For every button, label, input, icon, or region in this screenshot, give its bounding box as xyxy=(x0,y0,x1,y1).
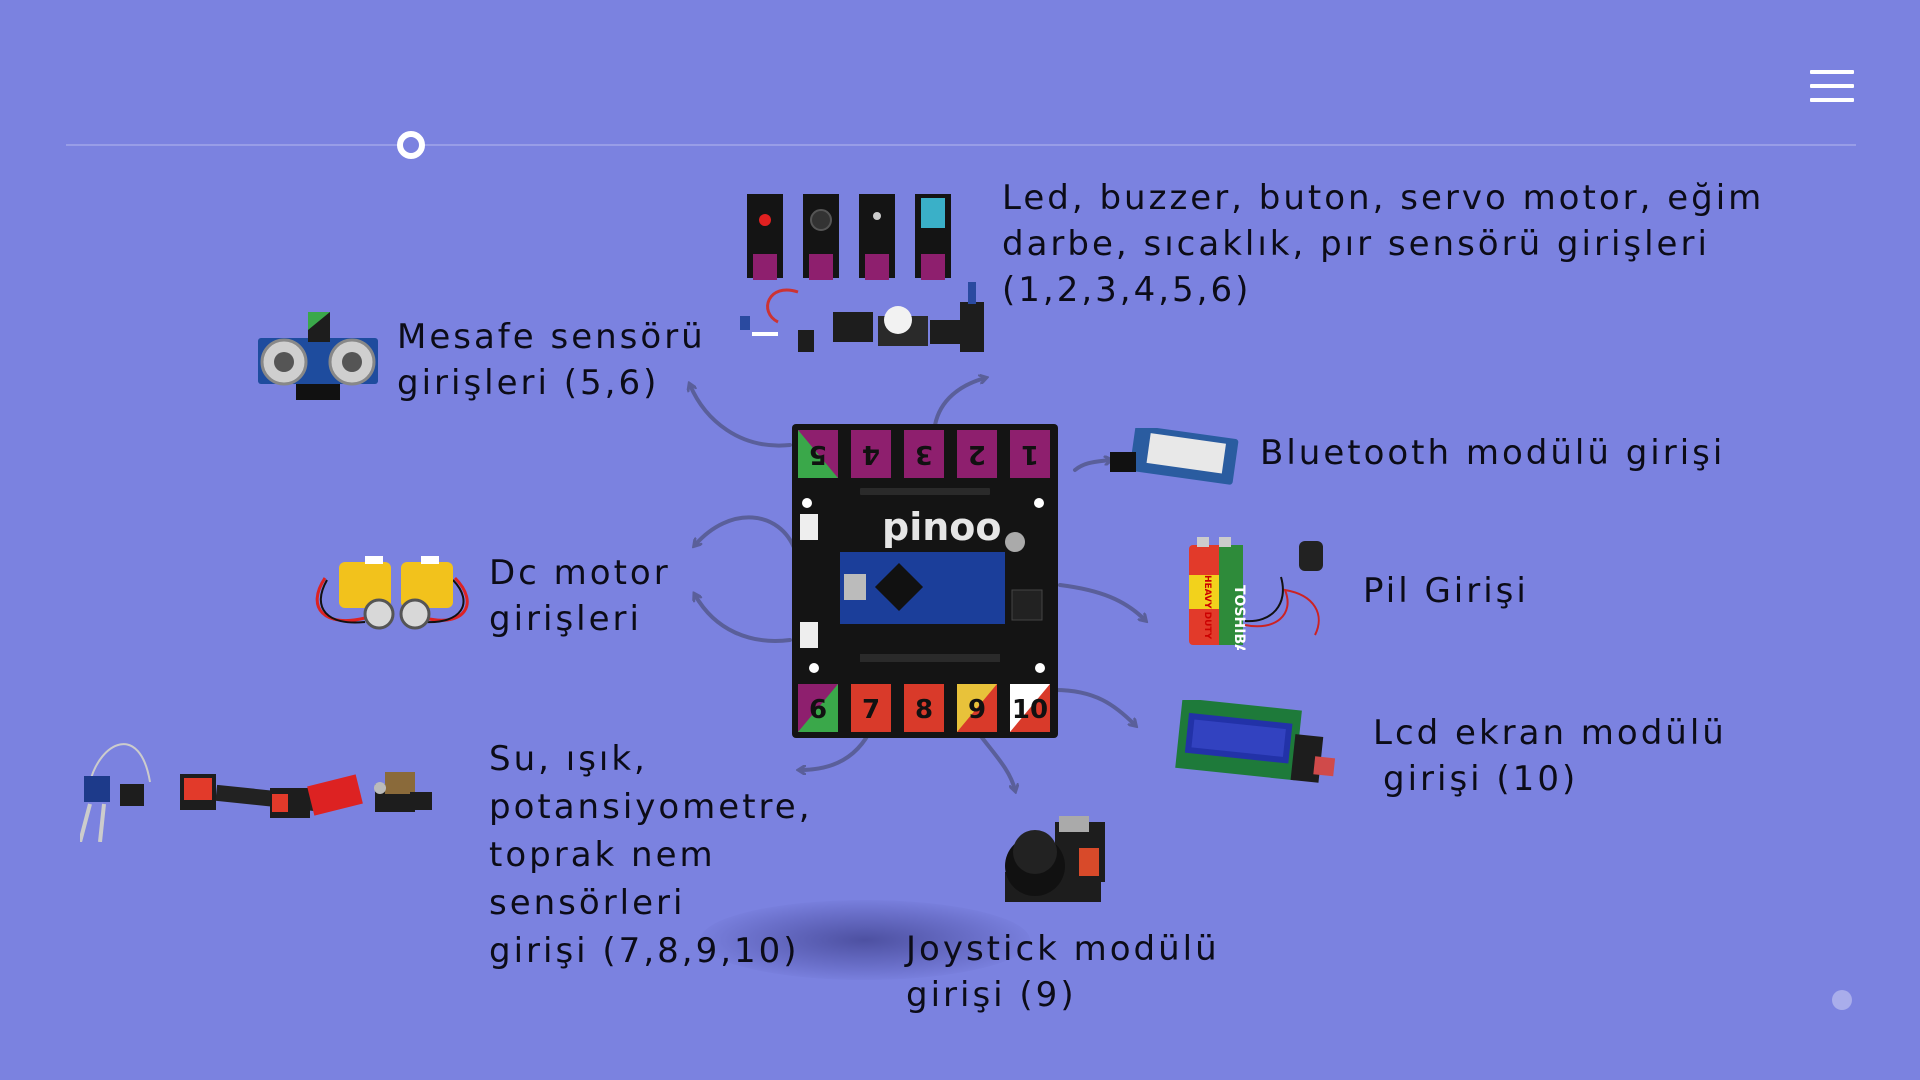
nano-module xyxy=(840,552,1005,624)
bottom-port-row xyxy=(798,684,1050,732)
arrow-to-battery xyxy=(1058,583,1145,620)
arrow-to-distance xyxy=(690,385,792,448)
port-label-1: 1 xyxy=(1021,439,1039,469)
arrow-to-bluetooth xyxy=(1073,460,1110,472)
battery-label: Pil Girişi xyxy=(1363,568,1529,614)
servo-pir-tilt-modules xyxy=(740,282,984,352)
dc-motors xyxy=(315,556,469,630)
water-light-line-5: girişi (7,8,9,10) xyxy=(489,931,800,971)
bluetooth-module xyxy=(1110,428,1239,485)
distance-sensor-label: Mesafe sensörü girişleri (5,6) xyxy=(397,314,706,406)
joystick-line-2: girişi (9) xyxy=(906,975,1077,1015)
progress-track xyxy=(66,144,1856,146)
port-label-10: 10 xyxy=(1012,695,1048,725)
led-group-label: Led, buzzer, buton, servo motor, eğim da… xyxy=(1002,175,1764,313)
bluetooth-label: Bluetooth modülü girişi xyxy=(1260,430,1725,476)
top-port-row xyxy=(798,430,1050,478)
progress-knob[interactable] xyxy=(397,131,425,159)
arrow-to-led xyxy=(933,378,985,427)
lcd-label: Lcd ekran modülü girişi (10) xyxy=(1373,710,1727,802)
board-brand: pinoo xyxy=(882,505,1002,549)
lcd-line-2: girişi (10) xyxy=(1383,759,1579,799)
dc-motor-line-2: girişleri xyxy=(489,599,642,639)
water-light-pot-soil-sensors xyxy=(80,743,432,842)
arrow-to-dc-2 xyxy=(695,595,792,643)
port-label-3: 3 xyxy=(915,439,933,469)
water-light-line-1: Su, ışık, xyxy=(489,739,648,779)
battery-brand: TOSHIBA xyxy=(1231,585,1247,650)
led-group-line-1: Led, buzzer, buton, servo motor, eğim xyxy=(1002,178,1765,218)
battery-9v: TOSHIBA HEAVY DUTY xyxy=(1189,537,1323,650)
distance-line-1: Mesafe sensörü xyxy=(397,317,706,357)
white-connector-top xyxy=(800,514,818,540)
port-label-4: 4 xyxy=(862,439,880,469)
led-group-line-2: darbe, sıcaklık, pır sensörü girişleri xyxy=(1002,224,1710,264)
battery-line-1: Pil Girişi xyxy=(1363,571,1529,611)
dc-motor-line-1: Dc motor xyxy=(489,553,671,593)
distance-line-2: girişleri (5,6) xyxy=(397,363,660,403)
port-label-8: 8 xyxy=(915,695,933,725)
pinoo-control-board: 5 4 3 2 1 pinoo 6 7 8 9 10 xyxy=(792,424,1058,738)
bluetooth-line-1: Bluetooth modülü girişi xyxy=(1260,433,1726,473)
arrow-to-dc-1 xyxy=(695,515,797,552)
led-group-line-3: (1,2,3,4,5,6) xyxy=(1002,270,1252,310)
white-connector-bottom xyxy=(800,622,818,648)
lcd-display-module xyxy=(1175,700,1336,783)
dc-motor-label: Dc motor girişleri xyxy=(489,550,671,642)
battery-type: HEAVY DUTY xyxy=(1202,575,1212,640)
water-light-line-2: potansiyometre, xyxy=(489,787,813,827)
port-label-7: 7 xyxy=(862,695,880,725)
water-light-line-4: sensörleri xyxy=(489,883,686,923)
joystick-module xyxy=(1005,816,1105,902)
arrow-to-lcd xyxy=(1053,688,1135,725)
joystick-label: Joystick modülü girişi (9) xyxy=(906,926,1220,1018)
sensor-module-cards xyxy=(747,194,951,280)
arrow-to-joystick xyxy=(978,733,1015,790)
port-label-9: 9 xyxy=(968,695,986,725)
page-indicator-dot[interactable] xyxy=(1832,990,1852,1010)
ultrasonic-sensor xyxy=(258,312,378,400)
joystick-line-1: Joystick modülü xyxy=(906,929,1220,969)
joystick-shadow xyxy=(700,900,1030,980)
hamburger-menu-icon[interactable] xyxy=(1810,70,1854,104)
port-label-6: 6 xyxy=(809,695,827,725)
lcd-line-1: Lcd ekran modülü xyxy=(1373,713,1727,753)
water-light-label: Su, ışık, potansiyometre, toprak nem sen… xyxy=(489,735,813,975)
port-label-2: 2 xyxy=(968,439,986,469)
port-label-5: 5 xyxy=(809,439,827,469)
water-light-line-3: toprak nem xyxy=(489,835,716,875)
